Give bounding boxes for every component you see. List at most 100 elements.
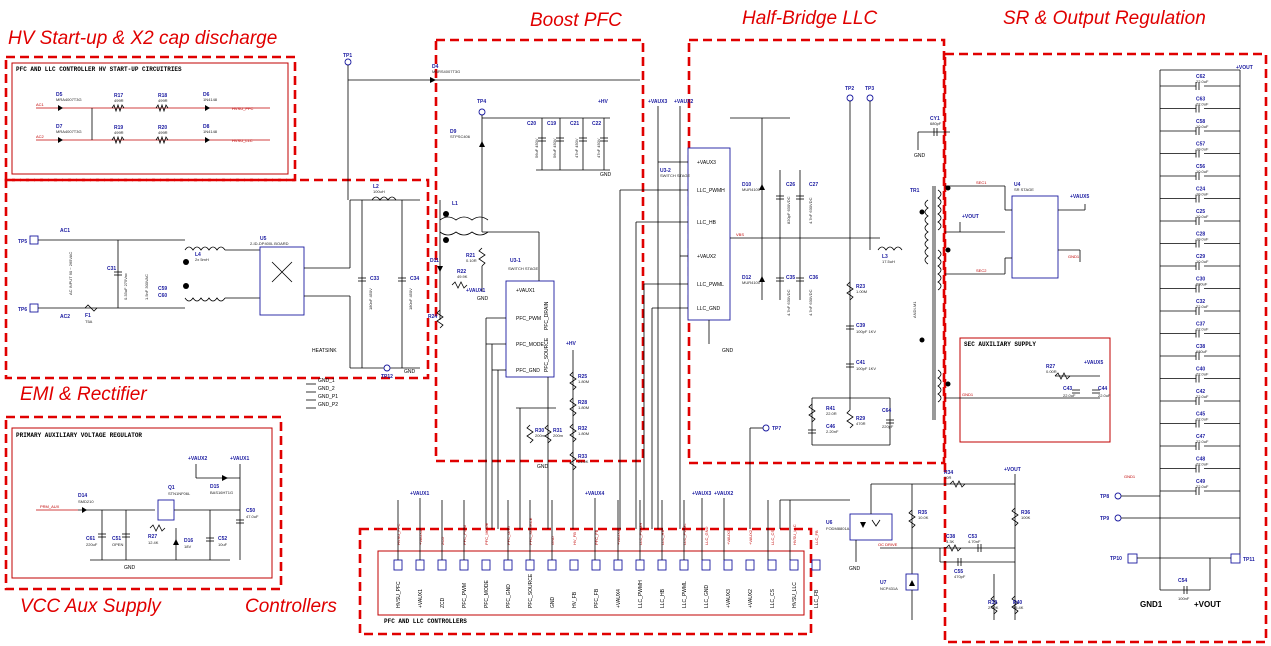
header-aux: PRIMARY AUXILIARY VOLTAGE REGULATOR (16, 432, 142, 439)
controller-net-label: LLC_CS (770, 530, 775, 545)
val-l3: 17.5uH (882, 259, 895, 264)
val-c43: 22.0uF (1063, 393, 1076, 398)
output-cap-value: 10.0uF (1196, 214, 1209, 219)
val-r23: 1.00M (856, 289, 867, 294)
output-cap-ref: C45 (1196, 412, 1205, 418)
testpoint-tp1 (344, 58, 352, 66)
val-d15: BAS16HT1G (210, 490, 233, 495)
val-r17: 499R (114, 98, 124, 103)
ref-c19: C19 (547, 121, 556, 127)
ref-d16: D16 (184, 538, 193, 544)
net-prm-aux: PRM_AUX (40, 504, 60, 509)
resistor-r36-symbol (1011, 507, 1019, 527)
val-d6: 1N4148 (203, 97, 218, 102)
resistor-r41-symbol (808, 403, 816, 423)
ref-r32: R32 (578, 426, 587, 432)
ref-r27-sec: R27 (1046, 364, 1055, 370)
val-r34: 10R (944, 475, 951, 480)
block-title-boost: Boost PFC (530, 10, 622, 31)
net-ac1-hv: AC1 (36, 102, 45, 107)
resistor-r34-symbol (949, 480, 966, 488)
val-r22: 49.9K (457, 274, 468, 279)
val-q1: STN1NF06L (168, 491, 191, 496)
output-cap-value: 10.0uF (1196, 147, 1209, 152)
header-sec-aux: SEC AUXILIARY SUPPLY (964, 341, 1036, 348)
ref-tp12: TP12 (381, 374, 393, 380)
ref-u7: U7 (880, 580, 887, 586)
block-emi-rectifier (4, 178, 430, 380)
controller-pin-label: ZCD (440, 597, 446, 608)
output-cap-ref: C49 (1196, 479, 1205, 485)
controller-net-label: HVSU_PFC (396, 524, 401, 545)
net-vout-bank: +VOUT (1236, 65, 1253, 71)
hv-row-1: AC1 D5 MRA4007T3G R17 499R R18 499R D6 1… (36, 92, 270, 113)
pin-u31-5: PFC_DRAIN (544, 301, 550, 330)
llc-circuit: +VAUX3 +VAUX2 U3-2 SWITCH STAGE +VAUX3 L… (619, 86, 903, 529)
net-sec2: SEC2 (976, 268, 987, 273)
ref-c39: C39 (856, 323, 865, 329)
block-hv-startup (4, 55, 297, 182)
block-half-bridge-llc (687, 38, 946, 465)
output-cap-ref: C30 (1196, 277, 1205, 283)
ref-r39: R39 (988, 600, 997, 606)
val-d5: MRA4007T3G (56, 97, 82, 102)
net-vaux3-ctrl: +VAUX3 (692, 491, 711, 497)
controller-net-label: PFC_MODE (484, 522, 489, 545)
ref-f1: F1 (85, 313, 91, 319)
ref-u6: U6 (826, 520, 833, 526)
ref-r28: R28 (578, 400, 587, 406)
val-l4: 2x 5mH (195, 257, 209, 262)
ref-r25: R25 (578, 374, 587, 380)
gnd-cy1: GND (914, 153, 926, 159)
ref-d11: D11 (430, 258, 439, 264)
ref-r33: R33 (578, 454, 587, 460)
label-gndp2: GND_P2 (318, 402, 338, 408)
label-ac-input: AC INPUT 90 ~ 265VAC (68, 252, 73, 295)
controller-net-label: +VAUX2 (748, 529, 753, 545)
ref-r34: R34 (944, 470, 953, 476)
val-u4: SR STAGE (1014, 187, 1034, 192)
net-ac2-hv: AC2 (36, 134, 45, 139)
choke-l4-top (184, 246, 226, 251)
diode-d8-symbol (205, 137, 210, 143)
resistor-r18-symbol (155, 103, 169, 113)
net-gnd1-aux: GND1 (962, 392, 974, 397)
output-cap-value: 22.0uF (1196, 372, 1209, 377)
val-d16: 18V (184, 544, 191, 549)
ref-d12: D12 (742, 275, 751, 281)
testpoint-tp4 (478, 108, 486, 116)
controller-pin-label: LLC_PWMH (638, 580, 644, 608)
controller-pin-label: +VAUX3 (726, 589, 732, 608)
controller-pin-label: +VAUX2 (748, 589, 754, 608)
controller-pin-label: PFC_PWM (462, 583, 468, 608)
gnd-pfc-sense: GND (537, 464, 549, 470)
ref-c50: C50 (246, 508, 255, 514)
ref-c54: C54 (1178, 578, 1187, 584)
output-cap-value: 680uF (1196, 282, 1208, 287)
ref-d8: D8 (203, 124, 210, 130)
ref-c36: C36 (809, 275, 818, 281)
controller-net-label: PFC_PWM (462, 525, 467, 545)
ref-c61: C61 (86, 536, 95, 542)
val-r29: 470R (856, 421, 866, 426)
val-d14: SMD210 (78, 499, 94, 504)
transformer-tr1-secondary (937, 189, 942, 291)
val-r19: 499R (114, 130, 124, 135)
output-capacitor-bank: C6222.0uFC6322.0uFC5810.0uFC5710.0uFC561… (1160, 74, 1240, 495)
ref-c59: C59 (158, 286, 167, 292)
val-f1: T5A (85, 319, 93, 324)
resistor-r30-symbol (526, 424, 534, 444)
val-r30: 200m (535, 433, 546, 438)
output-cap-ref: C32 (1196, 299, 1205, 305)
val-r39: 2.00K (988, 605, 999, 610)
sr-stage-u4 (1011, 195, 1059, 279)
net-ac1-emi: AC1 (60, 228, 70, 234)
ref-r27-aux: R27 (148, 534, 157, 540)
val-c31: 0.33uF 275Vac (123, 273, 128, 300)
